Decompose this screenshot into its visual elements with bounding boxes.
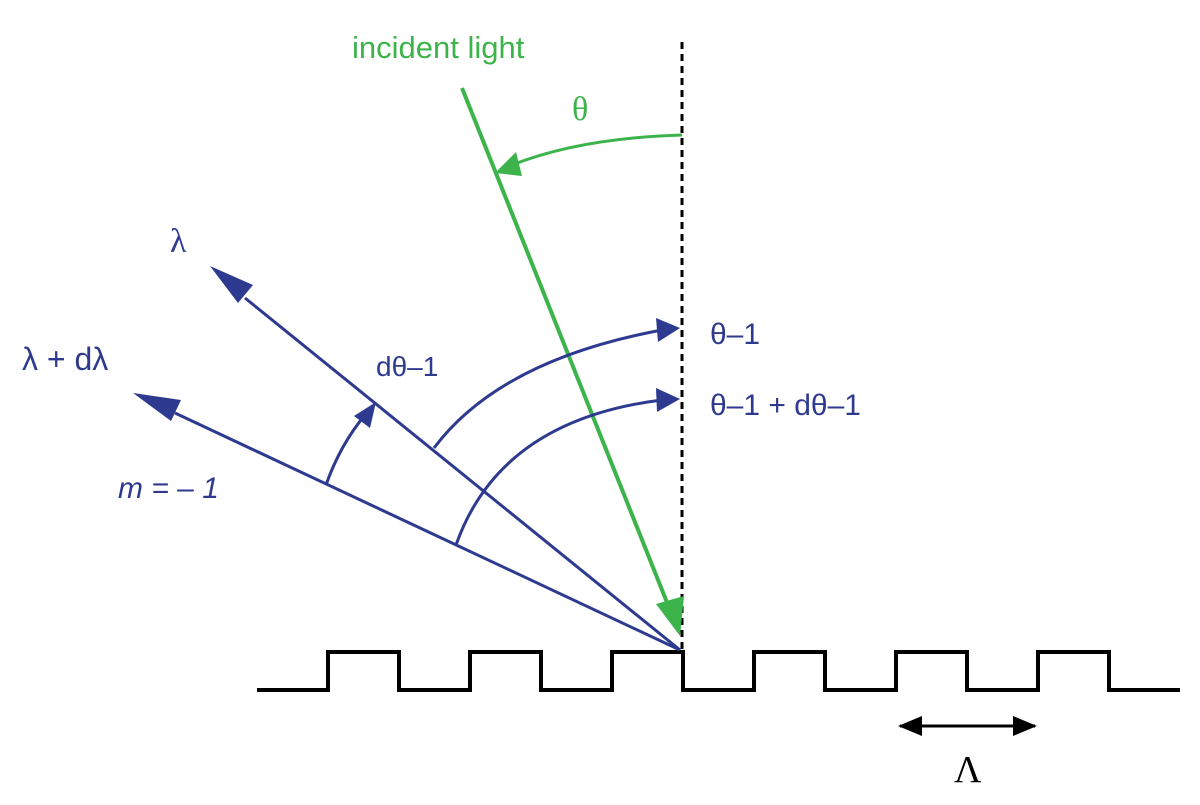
- diffracted-ray-lambda-dlambda: [174, 411, 681, 652]
- order-label: m = – 1: [118, 472, 219, 505]
- theta-minus1-dtheta-arc: [454, 398, 663, 546]
- theta-minus1-arrowhead: [656, 318, 680, 342]
- dtheta-minus1-label: dθ–1: [376, 351, 438, 382]
- theta-minus1-label: θ–1: [710, 318, 760, 351]
- incident-light-ray: [460, 87, 672, 611]
- grating-profile: [257, 650, 1180, 692]
- lambda-label: λ: [170, 223, 187, 260]
- theta-minus1-arc: [432, 328, 663, 449]
- diffracted-ray-lambda-dlambda-arrowhead: [133, 393, 181, 421]
- diffracted-ray-lambda-arrowhead: [210, 266, 253, 303]
- theta-arrowhead: [495, 152, 522, 176]
- theta-arc: [511, 133, 683, 167]
- dtheta-arc: [324, 414, 367, 486]
- period-label: Λ: [954, 749, 982, 791]
- incident-light-arrowhead: [656, 596, 684, 636]
- theta-label: θ: [572, 91, 588, 128]
- period-arrow: [898, 716, 1037, 736]
- incident-light-label: incident light: [352, 30, 525, 65]
- dtheta-arrowhead: [354, 402, 376, 428]
- theta-minus1-plus-dtheta-label: θ–1 + dθ–1: [710, 389, 861, 422]
- theta-minus1-dtheta-arrowhead: [656, 388, 680, 412]
- diffracted-ray-lambda: [244, 296, 681, 652]
- lambda-plus-dlambda-label: λ + dλ: [22, 341, 108, 377]
